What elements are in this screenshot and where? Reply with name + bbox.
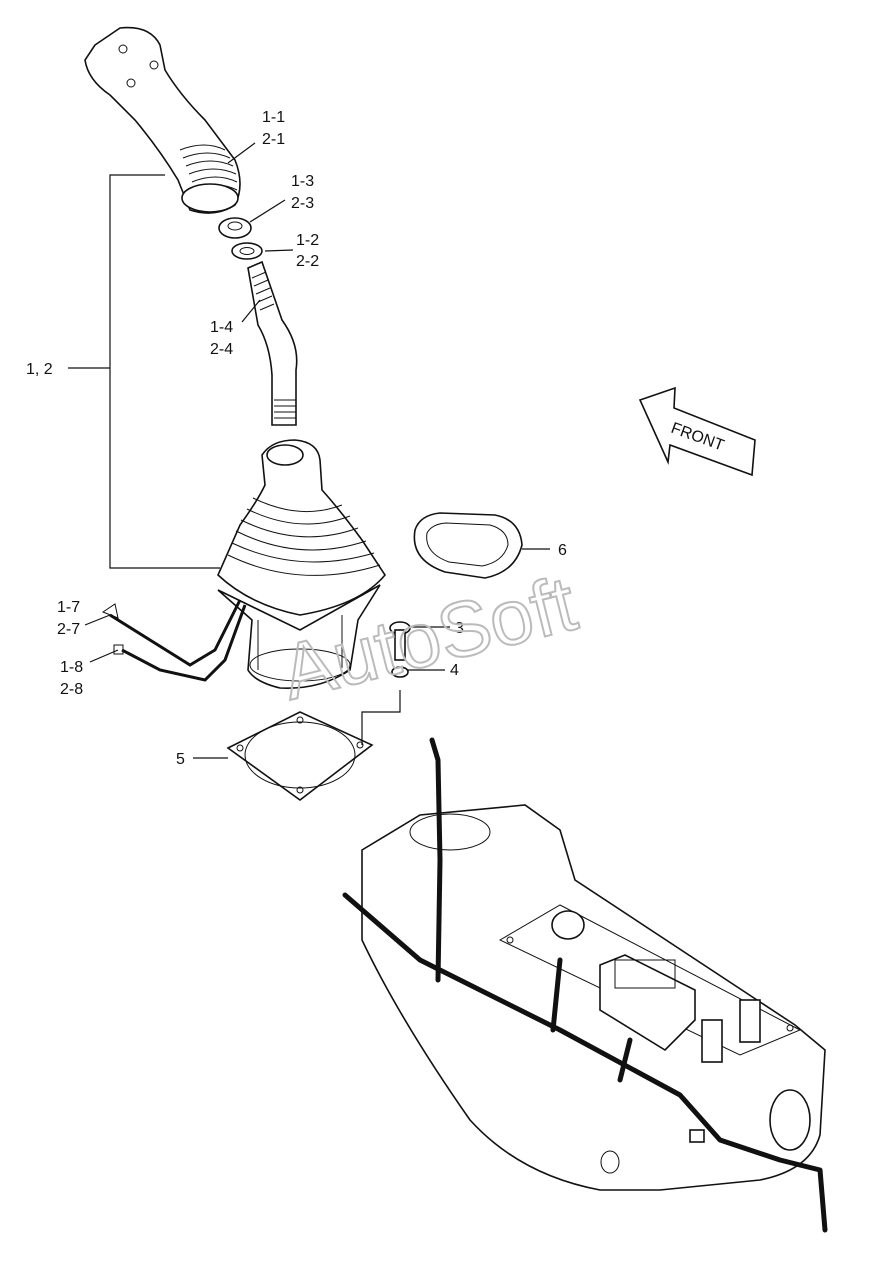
callout-2-3: 2-3 xyxy=(291,195,314,212)
valve-body xyxy=(217,584,381,689)
washer xyxy=(231,242,263,260)
callout-6: 6 xyxy=(558,542,567,559)
bolt xyxy=(389,621,411,661)
seal-ring xyxy=(413,512,523,579)
rubber-boot xyxy=(217,439,386,616)
callout-1-1: 1-1 xyxy=(262,109,285,126)
callout-1-2: 1-2 xyxy=(296,232,319,249)
gasket-plate xyxy=(226,711,374,801)
console-connectors xyxy=(551,910,761,1143)
callout-2-2: 2-2 xyxy=(296,253,319,270)
callouts: 1-1 2-1 1-3 2-3 1-2 2-2 1-4 2-4 1, 2 6 1… xyxy=(26,109,567,768)
console-housing xyxy=(361,804,826,1191)
callout-1-4: 1-4 xyxy=(210,319,233,336)
callout-5: 5 xyxy=(176,751,185,768)
console-switch-panel xyxy=(599,954,696,1052)
joystick-wiring xyxy=(101,599,247,682)
nut xyxy=(218,217,252,239)
callout-1-7: 1-7 xyxy=(57,599,80,616)
console-harness xyxy=(342,737,828,1233)
callout-1-3: 1-3 xyxy=(291,173,314,190)
leader-lines xyxy=(68,142,550,759)
callout-2-4: 2-4 xyxy=(210,341,233,358)
joystick-grip xyxy=(84,26,241,214)
callout-2-8: 2-8 xyxy=(60,681,83,698)
callout-2-7: 2-7 xyxy=(57,621,80,638)
lock-washer xyxy=(391,666,409,678)
callout-3: 3 xyxy=(455,620,464,637)
callout-2-1: 2-1 xyxy=(262,131,285,148)
front-direction-arrow: FRONT xyxy=(638,386,756,477)
callout-4: 4 xyxy=(450,662,459,679)
callout-1-8: 1-8 xyxy=(60,659,83,676)
lever-rod xyxy=(247,260,298,426)
callout-1-2-assembly: 1, 2 xyxy=(26,361,53,378)
